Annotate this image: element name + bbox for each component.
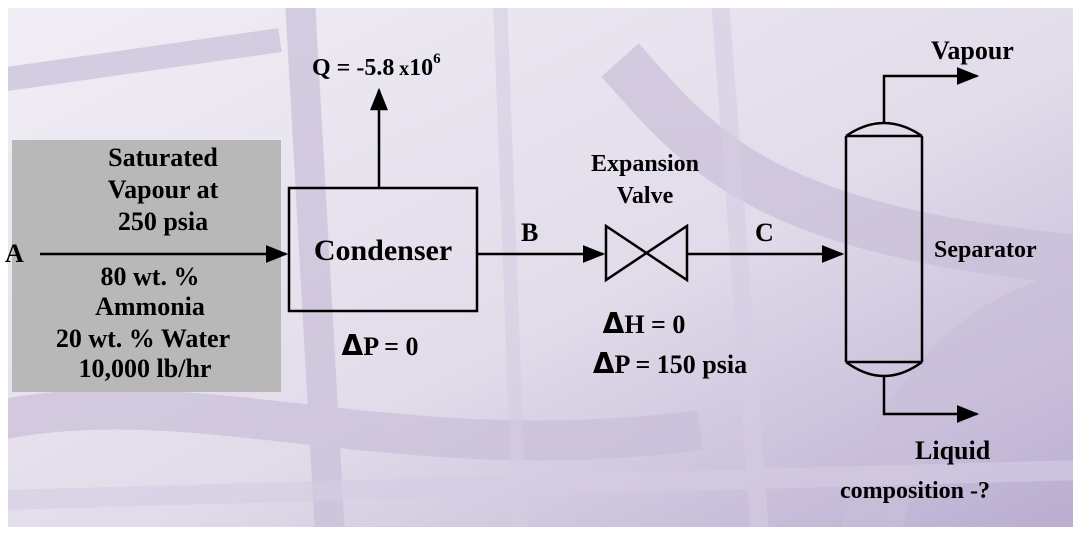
condenser-label: Condenser — [314, 236, 452, 266]
heat-duty-times: x — [399, 58, 409, 80]
feed-stream-label: A — [5, 241, 24, 267]
separator-label: Separator — [934, 238, 1037, 262]
feed-composition-line-1: 80 wt. % — [101, 264, 200, 290]
liquid-outlet-arrow — [884, 376, 977, 414]
feed-condition-line-1: Saturated — [108, 145, 218, 171]
feed-condition-line-3: 250 psia — [118, 209, 208, 235]
condenser-pressure-drop: ΔP = 0 — [342, 332, 419, 360]
valve-pressure-drop: ΔP = 150 psia — [593, 350, 747, 378]
heat-duty-base: 10 — [409, 55, 433, 81]
heat-duty-prefix: Q = — [312, 55, 356, 81]
valve-title-line-2: Valve — [617, 184, 673, 208]
separator-vessel — [846, 123, 922, 376]
heat-duty-exponent: 6 — [433, 51, 441, 67]
feed-composition-line-3: 20 wt. % Water — [56, 326, 230, 352]
valve-pressure-drop-value: P = 150 psia — [615, 350, 748, 379]
condenser-pressure-drop-value: P = 0 — [363, 332, 418, 361]
stream-b-label: B — [521, 220, 538, 246]
vapour-outlet-label: Vapour — [931, 38, 1014, 64]
valve-enthalpy-change: ΔH = 0 — [603, 310, 686, 338]
feed-composition-line-2: Ammonia — [95, 294, 205, 320]
expansion-valve-symbol — [606, 226, 687, 280]
valve-enthalpy-change-value: H = 0 — [624, 310, 685, 339]
liquid-outlet-label: Liquid — [915, 438, 990, 464]
heat-duty-value: -5.8 — [356, 55, 394, 81]
delta-symbol: Δ — [603, 307, 625, 340]
delta-symbol: Δ — [342, 329, 364, 362]
liquid-composition-label: composition -? — [840, 479, 990, 503]
feed-flow-rate: 10,000 lb/hr — [79, 356, 212, 382]
vapour-outlet-arrow — [884, 76, 977, 122]
delta-symbol: Δ — [593, 347, 615, 380]
feed-condition-line-2: Vapour at — [108, 177, 219, 203]
stream-c-label: C — [755, 220, 774, 246]
valve-title-line-1: Expansion — [591, 152, 699, 176]
heat-duty-label: Q = -5.8 x106 — [312, 52, 441, 80]
